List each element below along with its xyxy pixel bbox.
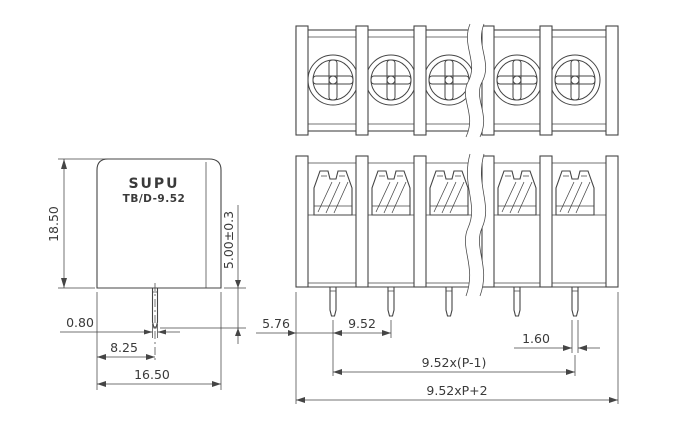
- wire-clamp: [555, 170, 595, 216]
- top-view: [295, 23, 619, 138]
- dim-depth-label: 16.50: [134, 367, 170, 382]
- dimension-pin-span: 9.52x(P-1): [333, 355, 576, 376]
- dimension-pin-width-front: 1.60: [514, 320, 600, 353]
- brand-label: SUPU: [128, 176, 179, 192]
- dimension-pin-width-side: 0.80: [60, 315, 180, 338]
- wire-clamp: [313, 170, 353, 216]
- dimension-overall-length: 9.52xP+2: [296, 292, 619, 404]
- dim-pin-span-label: 9.52x(P-1): [422, 355, 487, 370]
- front-view: [295, 153, 619, 317]
- barrier-walls-top: [295, 25, 619, 136]
- dim-pitch-label: 9.52: [348, 316, 376, 331]
- break-line-top: [465, 23, 487, 138]
- solder-pin: [513, 286, 521, 317]
- dim-end-margin-label: 5.76: [262, 316, 290, 331]
- dimension-height: 18.50: [46, 158, 112, 289]
- solder-pin: [329, 286, 337, 317]
- dim-pin-length-label: 5.00±0.3: [221, 211, 236, 269]
- dim-height-label: 18.50: [46, 206, 61, 242]
- dimension-depth: 16.50: [97, 292, 222, 390]
- dim-pin-offset-label: 8.25: [110, 340, 138, 355]
- model-label: TB/D-9.52: [123, 193, 186, 205]
- dim-pin-width-side-label: 0.80: [66, 315, 94, 330]
- solder-pin: [445, 286, 453, 317]
- dimension-pin-offset: 8.25: [96, 292, 155, 390]
- wire-clamp: [429, 170, 469, 216]
- solder-pin: [387, 286, 395, 317]
- wire-clamp: [497, 170, 537, 216]
- dim-overall-length-label: 9.52xP+2: [426, 383, 487, 398]
- barrier-walls-front: [295, 155, 619, 288]
- dimension-end-margin-and-pitch: 5.76 9.52: [256, 292, 392, 404]
- dimension-pin-length: 5.00±0.3: [160, 205, 246, 344]
- solder-pin: [571, 286, 579, 317]
- side-view: SUPU TB/D-9.52: [96, 158, 222, 362]
- dim-pin-width-front-label: 1.60: [522, 331, 550, 346]
- break-line-front: [465, 153, 486, 297]
- solder-pin-side: [151, 287, 159, 329]
- wire-clamp: [371, 170, 411, 216]
